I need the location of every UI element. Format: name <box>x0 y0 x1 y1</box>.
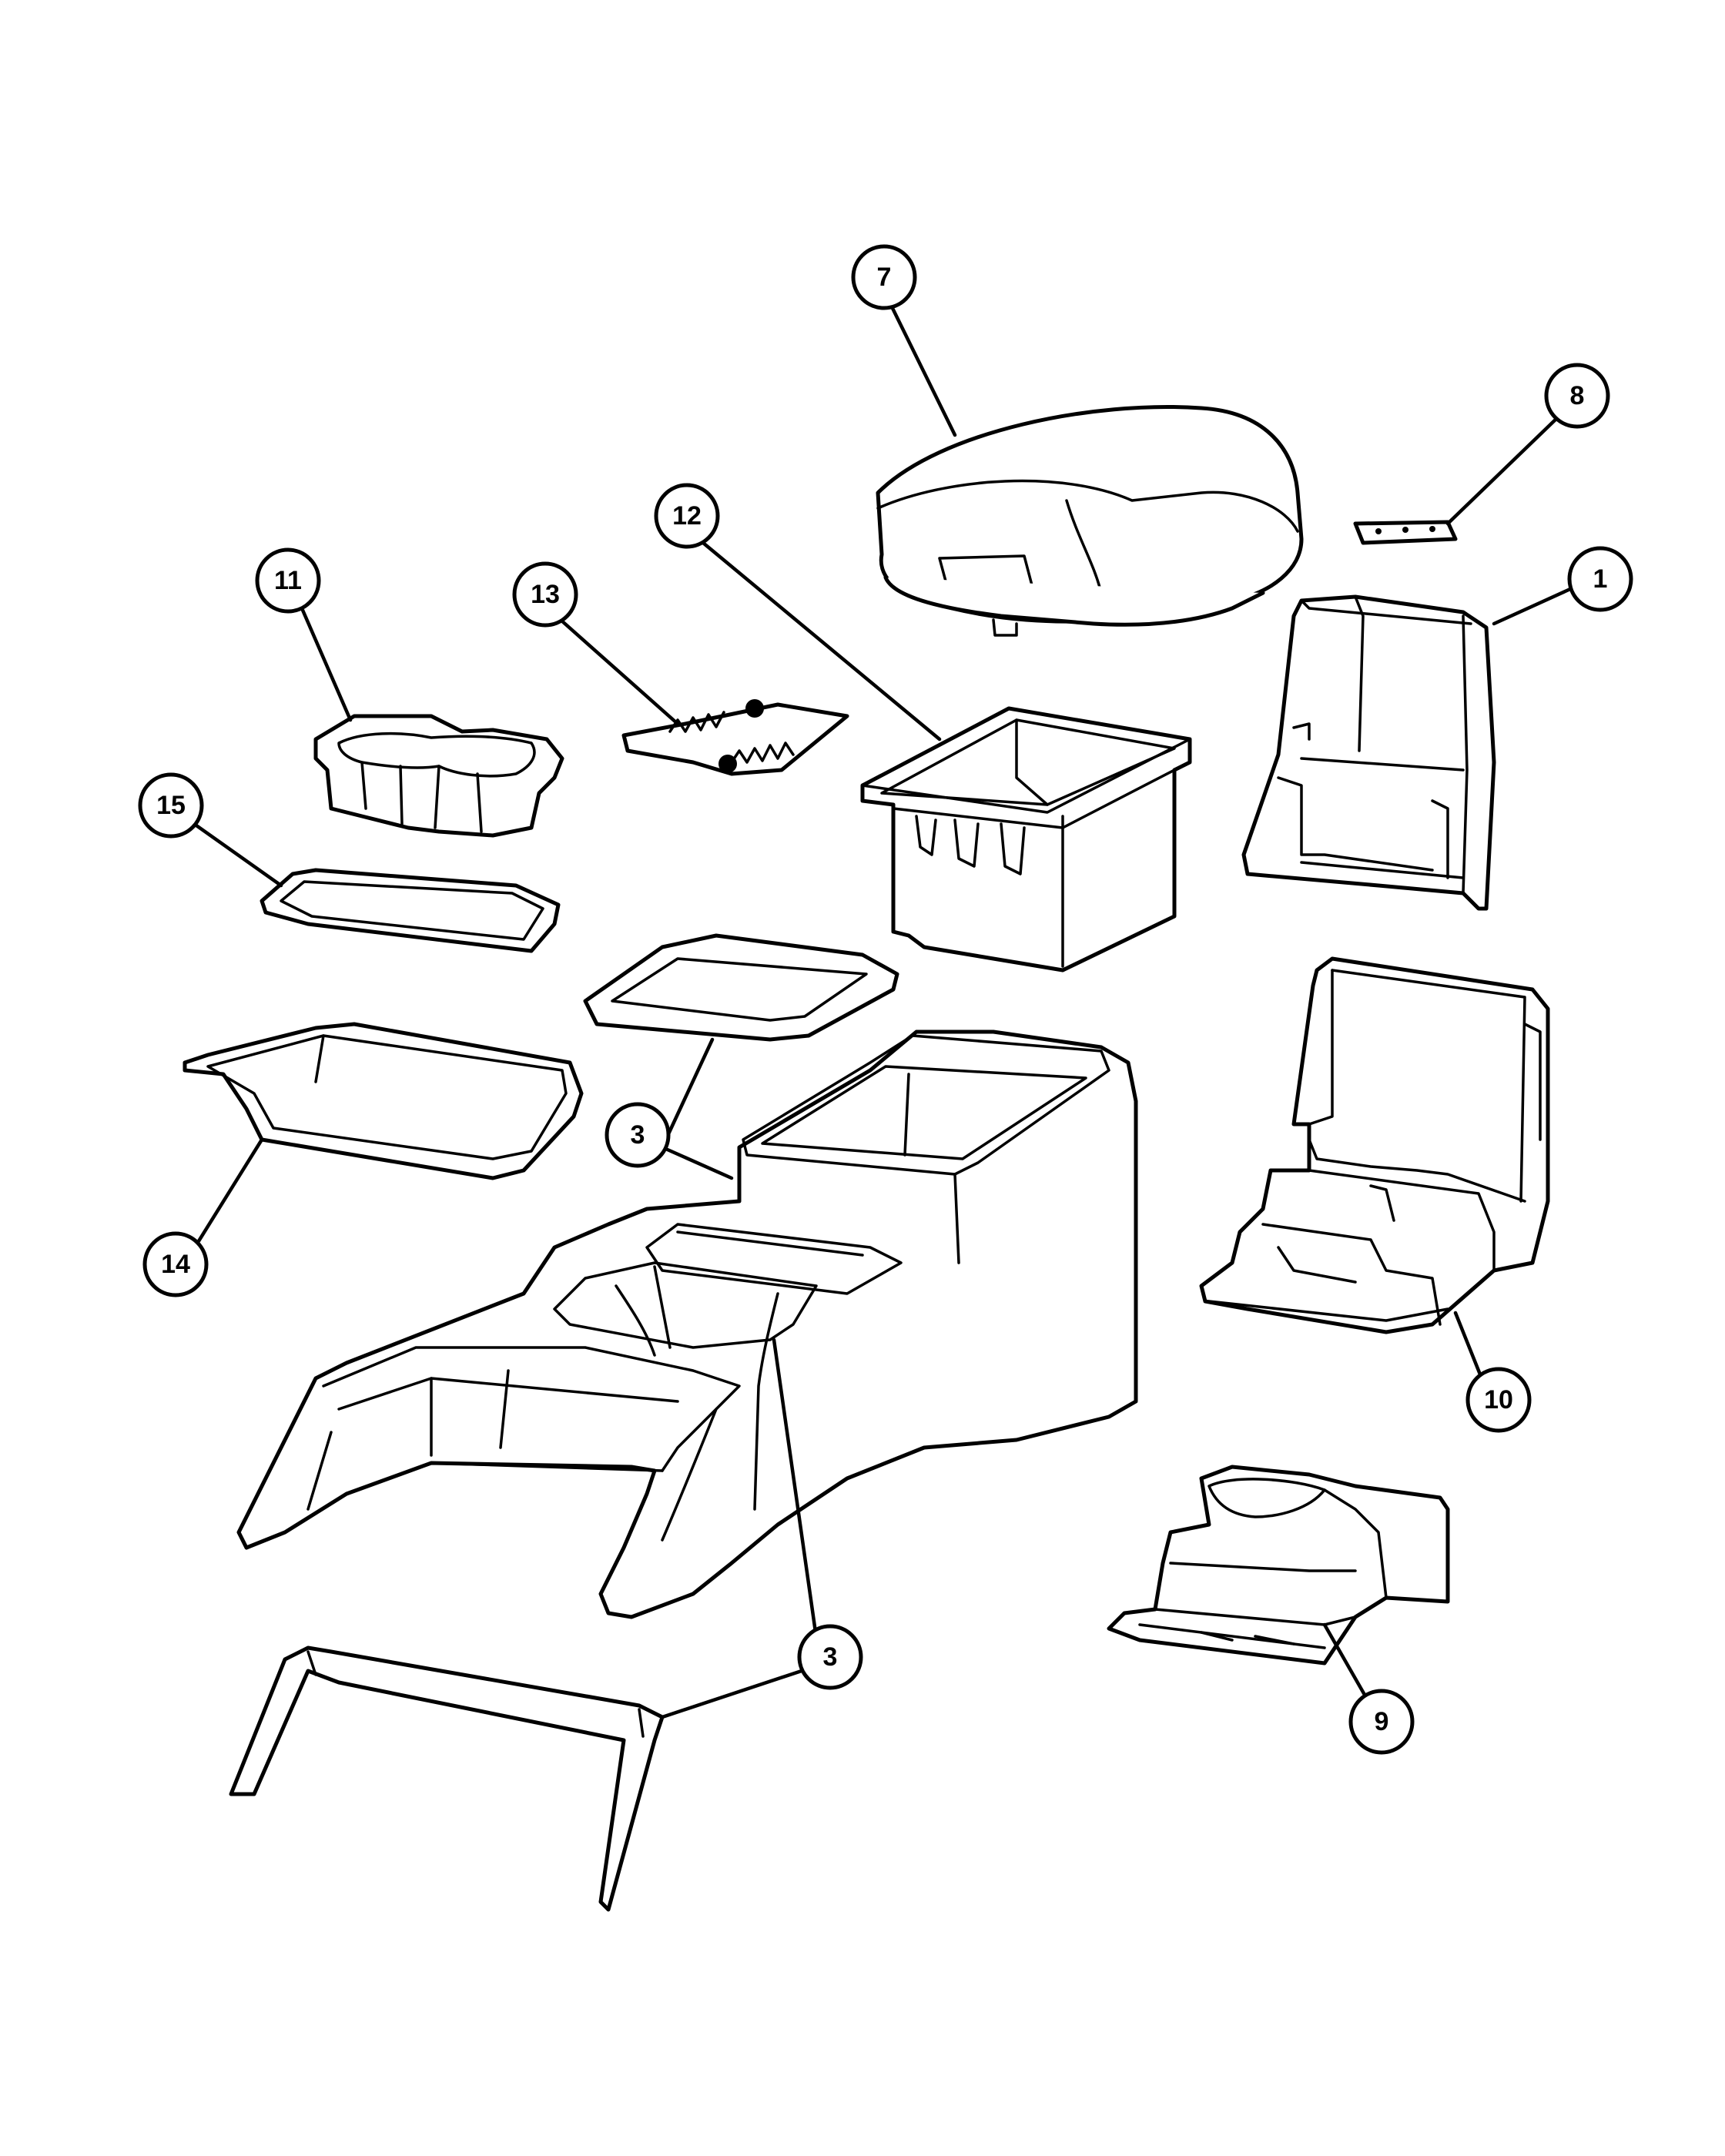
callout-12: 12 <box>654 483 720 549</box>
callout-1: 1 <box>1567 546 1633 612</box>
callout-7: 7 <box>851 244 917 310</box>
callout-13: 13 <box>512 561 578 628</box>
console-body <box>236 1029 1138 1619</box>
callout-10: 10 <box>1465 1367 1532 1433</box>
callout-3-lower-label: 3 <box>823 1642 838 1672</box>
armrest-lid <box>876 405 1304 637</box>
callout-9-label: 9 <box>1375 1707 1389 1736</box>
rear-cup-holder <box>1107 1465 1450 1666</box>
console-base <box>1199 956 1550 1334</box>
callout-10-label: 10 <box>1484 1385 1513 1414</box>
callout-13-label: 13 <box>531 580 560 609</box>
callout-7-label: 7 <box>877 263 892 292</box>
rear-console-bracket <box>1241 594 1496 911</box>
console-lid-frame <box>583 933 899 1042</box>
callout-12-label: 12 <box>672 501 702 531</box>
callout-8: 8 <box>1544 363 1610 429</box>
callout-1-label: 1 <box>1593 564 1608 594</box>
callout-14-label: 14 <box>161 1250 190 1279</box>
shallow-tray <box>260 868 561 953</box>
callout-3-upper-label: 3 <box>631 1120 645 1150</box>
callout-3-upper: 3 <box>605 1102 671 1168</box>
deep-tray <box>183 1022 584 1180</box>
callout-14: 14 <box>142 1231 209 1297</box>
hinge <box>1353 520 1458 545</box>
bin-mat <box>621 699 849 776</box>
lower-trim <box>229 1645 665 1912</box>
callout-8-label: 8 <box>1570 381 1585 410</box>
callout-11: 11 <box>255 547 321 614</box>
callout-15-label: 15 <box>156 791 186 820</box>
callout-15: 15 <box>138 772 204 839</box>
callout-9: 9 <box>1348 1689 1415 1755</box>
callout-11-label: 11 <box>274 566 302 595</box>
callout-3-lower: 3 <box>797 1624 863 1690</box>
storage-bin <box>860 706 1192 973</box>
cup-holder <box>313 714 564 838</box>
